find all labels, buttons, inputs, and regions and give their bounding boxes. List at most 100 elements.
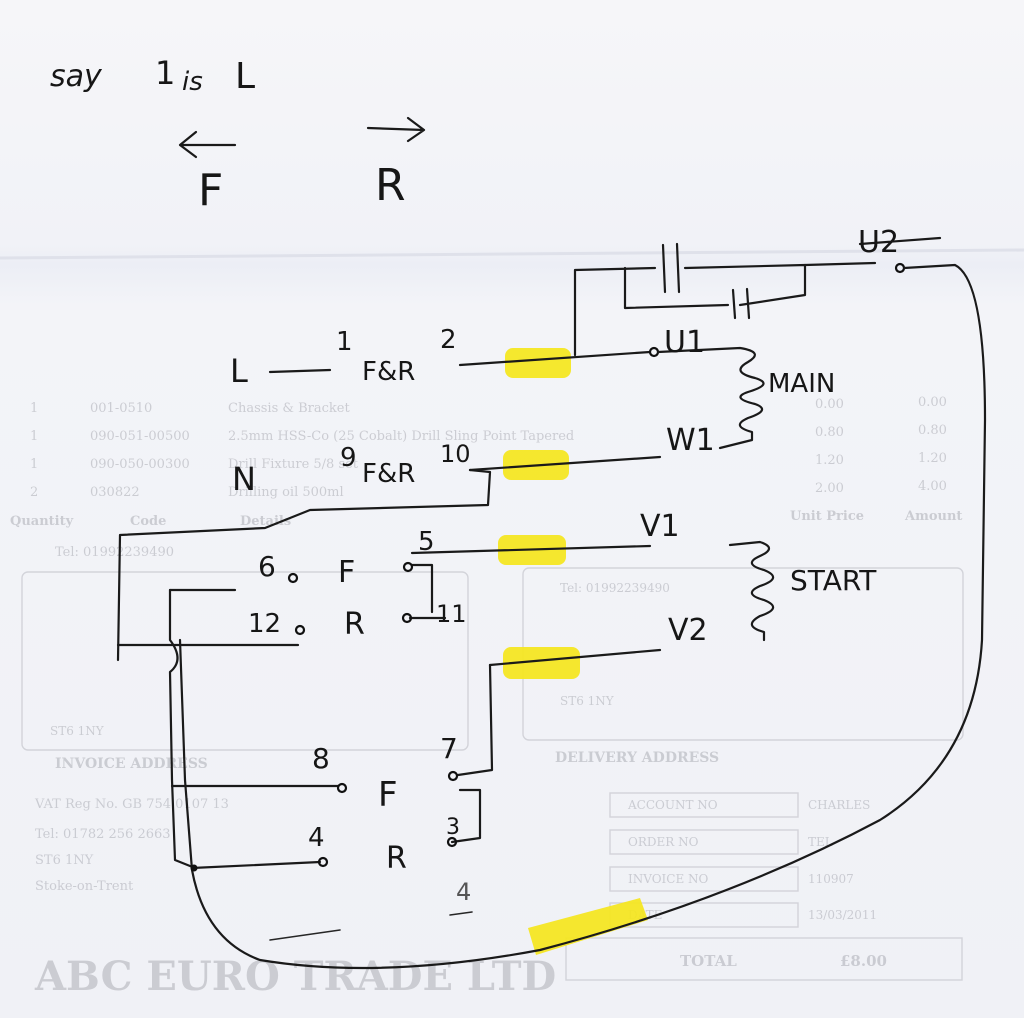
wire-5-11 bbox=[410, 563, 434, 614]
bg-field-order bbox=[609, 829, 799, 855]
switch-r2[interactable]: R bbox=[386, 841, 407, 876]
note-l: L bbox=[235, 56, 255, 97]
label-9: 9 bbox=[340, 443, 357, 473]
wire-v2-7 bbox=[456, 663, 494, 777]
bg-row-1-qty: 1 bbox=[30, 401, 38, 416]
bg-row-2-price: 0.80 bbox=[815, 425, 844, 440]
label-v2: V2 bbox=[668, 613, 708, 648]
bg-tel2: Tel: 01782 256 2663 bbox=[35, 827, 171, 842]
switch-fr-mid[interactable]: F&R bbox=[362, 459, 415, 489]
bg-account-label: ACCOUNT NO bbox=[627, 798, 718, 812]
bg-header-qty: Quantity bbox=[10, 514, 74, 529]
circuit-wires bbox=[116, 236, 987, 970]
label-main: MAIN bbox=[768, 369, 835, 399]
switch-f2[interactable]: F bbox=[378, 775, 398, 815]
bg-vat: VAT Reg No. GB 754 0107 13 bbox=[34, 797, 229, 812]
arrow-left-icon bbox=[178, 130, 237, 159]
bg-invoice-value: 110907 bbox=[808, 872, 854, 886]
capacitor-2-icon bbox=[731, 287, 751, 320]
wire-4 bbox=[190, 860, 322, 870]
label-start: START bbox=[790, 564, 877, 597]
bg-row-4-amount: 4.00 bbox=[918, 479, 947, 494]
bg-header-desc: Details bbox=[240, 514, 291, 529]
bg-row-3-desc: Drill Fixture 5/8 set bbox=[228, 457, 359, 472]
top-note: say 1 is L bbox=[50, 54, 255, 97]
highlight-4 bbox=[503, 647, 580, 679]
bg-total-value: £8.00 bbox=[840, 952, 887, 970]
label-12: 12 bbox=[248, 609, 281, 639]
bg-total-label: TOTAL bbox=[680, 952, 737, 970]
bg-header-price: Unit Price bbox=[790, 509, 864, 524]
label-5: 5 bbox=[418, 527, 435, 557]
label-8: 8 bbox=[312, 742, 330, 775]
bg-row-1-price: 0.00 bbox=[815, 397, 844, 412]
wire-v2 bbox=[488, 648, 662, 667]
terminal-12 bbox=[294, 624, 306, 636]
bg-field-total bbox=[565, 937, 963, 981]
bg-delivery-heading: DELIVERY ADDRESS bbox=[555, 750, 719, 766]
paper-fold bbox=[0, 248, 1024, 260]
bg-invoice-heading: INVOICE ADDRESS bbox=[55, 756, 208, 772]
dir-reverse: R bbox=[375, 160, 406, 211]
background-invoice: 1 001-0510 Chassis & Bracket 0.00 0.00 1… bbox=[10, 395, 964, 1000]
wire-u2-top bbox=[803, 261, 877, 267]
bg-city: Stoke-on-Trent bbox=[35, 879, 134, 894]
bg-row-1-desc: Chassis & Bracket bbox=[228, 401, 350, 416]
bg-tel: Tel: 01992239490 bbox=[55, 545, 174, 560]
label-6: 6 bbox=[258, 550, 276, 583]
dir-forward: F bbox=[198, 165, 223, 216]
label-10: 10 bbox=[440, 440, 471, 468]
bg-delivery-town: ST6 1NY bbox=[560, 694, 615, 708]
wire-fr-u1 bbox=[458, 350, 652, 367]
note-is: is bbox=[182, 67, 203, 97]
terminal-3 bbox=[446, 836, 458, 848]
switch-fr-top[interactable]: F&R bbox=[362, 357, 415, 387]
wire-fr-w1 bbox=[468, 455, 662, 472]
wire-cap-left bbox=[573, 266, 657, 357]
label-w1: W1 bbox=[666, 423, 715, 458]
bg-row-2-amount: 0.80 bbox=[918, 423, 947, 438]
label-u2: U2 bbox=[858, 225, 899, 260]
bg-row-3-code: 090-050-00300 bbox=[90, 457, 190, 472]
terminal-5 bbox=[402, 561, 414, 573]
wire-5-v1 bbox=[410, 544, 652, 555]
terminal-7 bbox=[447, 770, 459, 782]
bg-delivery-tel: Tel: 01992239490 bbox=[560, 581, 670, 595]
bg-row-3-amount: 1.20 bbox=[918, 451, 947, 466]
bg-row-4-qty: 2 bbox=[30, 485, 38, 500]
note-one: 1 bbox=[155, 54, 175, 92]
capacitor-1-icon bbox=[661, 242, 681, 294]
bg-row-4-code: 030822 bbox=[90, 485, 140, 500]
note-say: say bbox=[50, 59, 103, 94]
wire-u2-lead bbox=[858, 236, 942, 246]
terminal-6 bbox=[287, 572, 299, 584]
switch-f1[interactable]: F bbox=[338, 555, 355, 590]
label-11: 11 bbox=[436, 600, 467, 628]
arrow-right-icon bbox=[366, 116, 426, 143]
bg-invoice-town: ST6 1NY bbox=[50, 724, 105, 738]
terminal-u2 bbox=[894, 262, 906, 274]
bg-row-1-amount: 0.00 bbox=[918, 395, 947, 410]
terminal-4 bbox=[317, 856, 329, 868]
label-2: 2 bbox=[440, 325, 457, 355]
switch-r1[interactable]: R bbox=[344, 607, 365, 642]
wire-cap-parallel bbox=[623, 266, 730, 310]
highlighter-marks bbox=[498, 348, 648, 955]
label-3: 3 bbox=[446, 815, 460, 840]
coil-main-icon bbox=[656, 346, 765, 450]
pencil-mark-2 bbox=[269, 929, 341, 941]
bg-row-4-price: 2.00 bbox=[815, 481, 844, 496]
bg-town: ST6 1NY bbox=[35, 853, 94, 868]
bg-invoice-label: INVOICE NO bbox=[628, 872, 709, 886]
bg-order-value: TEL bbox=[808, 835, 833, 849]
bg-row-2-code: 090-051-00500 bbox=[90, 429, 190, 444]
label-l: L bbox=[230, 352, 248, 390]
label-u1: U1 bbox=[664, 325, 705, 360]
bg-order-label: ORDER NO bbox=[628, 835, 699, 849]
wire-return-loop bbox=[178, 263, 987, 970]
bg-row-3-qty: 1 bbox=[30, 457, 38, 472]
terminal-8 bbox=[336, 782, 348, 794]
pencil-mark-1 bbox=[449, 911, 473, 916]
